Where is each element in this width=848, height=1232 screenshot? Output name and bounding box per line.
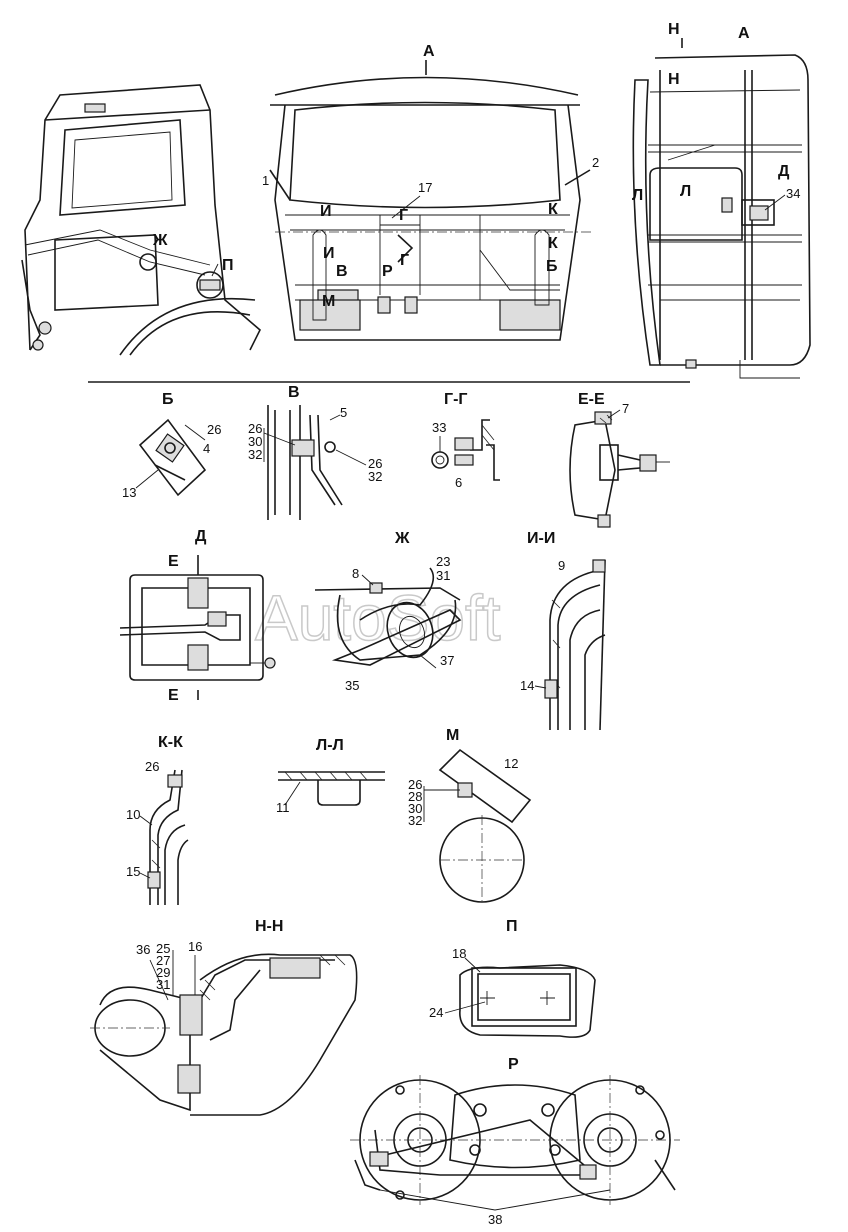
view-a-right-label: А [738,25,750,42]
number-1: 1 [262,173,269,188]
section-kk-num-15: 15 [126,864,140,879]
callout-m: М [322,293,335,310]
number-17: 17 [418,180,432,195]
detail-v-num-30: 30 [248,434,262,449]
view-n-label: Н [668,21,680,38]
detail-b: Б 26 4 13 [122,391,221,500]
callout-r: Р [382,263,393,280]
callout-d: Д [778,163,790,180]
section-nn-num-25: 25 [156,941,170,956]
detail-zh-title: Ж [394,530,410,547]
section-kk: К-К 26 10 15 [126,734,189,905]
detail-r: Р 38 [350,1056,680,1227]
detail-m-num-28: 28 [408,789,422,804]
detail-zh-num-35: 35 [345,678,359,693]
section-ll-num-11: 11 [276,800,290,815]
detail-v: В 5 26 30 32 26 32 [248,384,382,520]
section-kk-num-10: 10 [126,807,140,822]
detail-m-num-32: 32 [408,813,422,828]
detail-m-num-30: 30 [408,801,422,816]
detail-zh-num-31: 31 [436,568,450,583]
detail-b-num-13: 13 [122,485,136,500]
section-nn-num-36: 36 [136,942,150,957]
detail-b-num-26: 26 [207,422,221,437]
detail-d-section-e-top: Е [168,553,179,570]
detail-v-num-26-right: 26 [368,456,382,471]
detail-p: П 18 24 [429,918,596,1038]
section-gg: Г-Г 33 6 [431,391,500,490]
callout-l-right: Л [680,183,691,200]
callout-zh: Ж [152,232,168,249]
section-gg-title: Г-Г [444,391,467,408]
rear-panel-view-a: А Н Н Л Л Д 34 [632,21,811,379]
detail-v-title: В [288,384,300,401]
section-gg-num-6: 6 [455,475,462,490]
section-ll: Л-Л 11 [276,737,385,815]
section-kk-title: К-К [158,734,183,751]
detail-v-num-5: 5 [340,405,347,420]
section-ii-num-9: 9 [558,558,565,573]
section-ee-num-7: 7 [622,401,629,416]
section-gg-num-33: 33 [432,420,446,435]
section-nn-num-29: 29 [156,965,170,980]
detail-r-num-38: 38 [488,1212,502,1227]
section-ll-title: Л-Л [316,737,344,754]
detail-zh-num-23: 23 [436,554,450,569]
callout-i-lower: И [323,245,335,262]
cab-side-view: Ж П [21,84,261,356]
detail-m-num-26: 26 [408,777,422,792]
detail-d: Д Е Е [119,528,276,704]
detail-zh: Ж 8 23 31 37 35 [314,530,462,693]
detail-zh-num-37: 37 [440,653,454,668]
section-kk-num-26: 26 [145,759,159,774]
callout-g-upper: Г [399,207,408,224]
callout-v: В [336,263,348,280]
section-nn-title: Н-Н [255,918,283,935]
section-ii-num-14: 14 [520,678,534,693]
detail-p-title: П [506,918,518,935]
section-nn-num-16: 16 [188,939,202,954]
detail-zh-num-8: 8 [352,566,359,581]
detail-r-title: Р [508,1056,519,1073]
section-ii-title: И-И [527,530,555,547]
section-nn: Н-Н 36 25 27 29 31 16 [90,918,358,1116]
section-nn-num-27: 27 [156,953,170,968]
detail-v-num-32-right: 32 [368,469,382,484]
callout-b: Б [546,258,558,275]
detail-b-num-4: 4 [203,441,210,456]
number-34: 34 [786,186,800,201]
detail-m: М 12 26 28 30 32 [408,727,532,905]
view-a-label: А [423,43,435,60]
detail-b-title: Б [162,391,174,408]
detail-p-num-24: 24 [429,1005,443,1020]
callout-p: П [222,257,234,274]
callout-n-right: Н [668,71,680,88]
detail-m-num-12: 12 [504,756,518,771]
callout-g-lower: Г [400,252,409,269]
section-ee: Е-Е 7 [569,391,670,528]
number-2: 2 [592,155,599,170]
cab-rear-view: А 1 2 17 И И Г Г К К Б В Р М [262,43,599,341]
detail-m-title: М [446,727,459,744]
detail-d-section-e-bottom: Е [168,687,179,704]
detail-v-num-32: 32 [248,447,262,462]
callout-l-left: Л [632,187,643,204]
callout-i-upper: И [320,203,332,220]
section-ee-title: Е-Е [578,391,605,408]
callout-k-lower: К [548,235,558,252]
callout-k-upper: К [548,201,558,218]
detail-v-num-26: 26 [248,421,262,436]
detail-d-title: Д [195,528,207,545]
section-ii: И-И 9 14 [520,530,606,731]
detail-p-num-18: 18 [452,946,466,961]
